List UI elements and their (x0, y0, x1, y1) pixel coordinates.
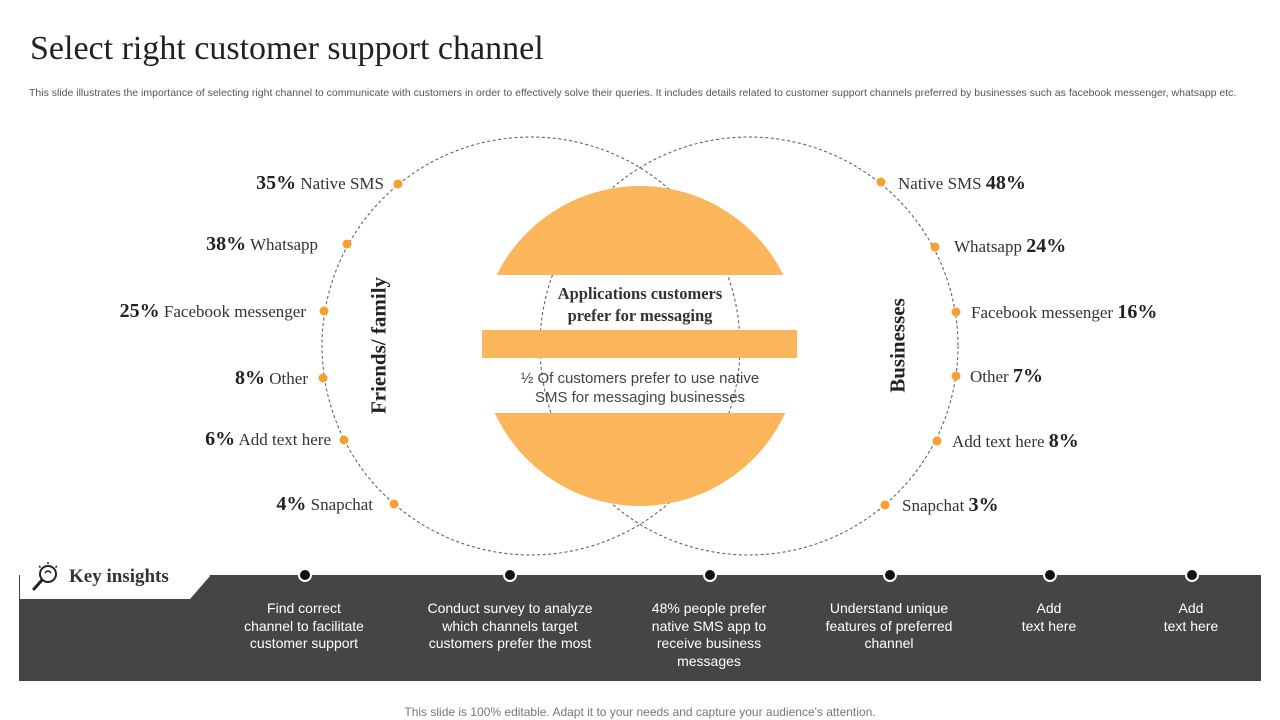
center-title-line: prefer for messaging (567, 306, 713, 325)
right-item-name: Native SMS (898, 174, 982, 193)
insight-node (1185, 568, 1199, 582)
left-item-name: Facebook messenger (163, 302, 306, 321)
right-item-pct: 24% (1026, 235, 1067, 257)
left-item-pct: 25% (119, 300, 160, 322)
left-item-native-sms: 35% Native SMS (256, 172, 384, 195)
insight-node (1043, 568, 1057, 582)
left-item-name: Native SMS (300, 174, 384, 193)
slide-title: Select right customer support channel (30, 30, 544, 67)
center-top-cap (480, 186, 800, 275)
left-item-other: 8% Other (235, 367, 308, 390)
center-text: ½ Of customers prefer to use native SMS … (500, 369, 780, 407)
footer-note: This slide is 100% editable. Adapt it to… (404, 705, 876, 719)
insight-line: Find correct (267, 600, 341, 616)
right-group-label: Businesses (885, 298, 910, 393)
right-dot-native-sms (876, 177, 886, 187)
insight-text: Conduct survey to analyze which channels… (410, 600, 610, 653)
insight-line: Add (1178, 600, 1204, 616)
left-item-snapchat: 4% Snapchat (276, 493, 373, 516)
left-item-add-text: 6% Add text here (205, 428, 331, 451)
left-dot-snapchat (389, 499, 399, 509)
right-dot-snapchat (880, 500, 890, 510)
right-item-name: Facebook messenger (971, 303, 1114, 322)
center-text-line: ½ Of customers prefer to use native (520, 370, 760, 387)
lightbulb-magnifier-icon (32, 562, 58, 591)
left-dot-add-text (339, 435, 349, 445)
right-item-pct: 7% (1012, 365, 1043, 387)
right-dot-whatsapp (930, 242, 940, 252)
left-item-pct: 6% (205, 428, 236, 450)
left-item-name: Snapchat (310, 495, 373, 514)
left-group-label: Friends/ family (366, 276, 391, 415)
insight-line: channel (864, 635, 914, 651)
right-dot-facebook (951, 307, 961, 317)
left-item-whatsapp: 38% Whatsapp (206, 233, 318, 256)
insight-line: 48% people prefer (651, 600, 767, 616)
left-item-name: Add text here (238, 430, 331, 449)
left-dot-whatsapp (342, 239, 352, 249)
right-item-pct: 48% (985, 172, 1026, 194)
left-item-pct: 38% (206, 233, 247, 255)
insight-node (503, 568, 517, 582)
insight-node (883, 568, 897, 582)
left-item-pct: 35% (256, 172, 297, 194)
key-insights-label: Key insights (69, 566, 169, 587)
left-item-pct: 4% (276, 493, 307, 515)
insight-node (703, 568, 717, 582)
insight-line: which channels target (442, 617, 578, 634)
insight-text: Find correct channel to facilitate custo… (204, 600, 404, 653)
slide-description: This slide illustrates the importance of… (29, 87, 1237, 99)
right-item-pct: 3% (968, 494, 999, 516)
insight-line: messages (677, 652, 741, 669)
insight-line: text here (1163, 617, 1219, 634)
insight-line: receive business (656, 635, 762, 651)
insight-text: 48% people prefer native SMS app to rece… (609, 600, 809, 670)
right-item-name: Add text here (952, 432, 1045, 451)
right-item-snapchat: Snapchat 3% (902, 494, 999, 517)
left-item-pct: 8% (235, 367, 266, 389)
key-insights-band (19, 575, 1261, 681)
right-item-pct: 16% (1117, 301, 1158, 323)
center-title: Applications customers prefer for messag… (500, 283, 780, 327)
center-text-line: SMS for messaging businesses (534, 389, 746, 406)
right-item-whatsapp: Whatsapp 24% (954, 235, 1066, 258)
insight-line: Conduct survey to analyze (427, 600, 593, 616)
left-item-facebook: 25% Facebook messenger (120, 300, 306, 323)
right-item-name: Whatsapp (954, 237, 1022, 256)
right-item-other: Other 7% (970, 365, 1043, 388)
insight-text: Add text here (1076, 600, 1280, 635)
insight-line: customers prefer the most (428, 635, 592, 651)
insight-text: Understand unique features of preferred … (789, 600, 989, 653)
insight-line: Add (1036, 600, 1062, 616)
key-insights-tab (20, 553, 210, 599)
right-item-pct: 8% (1048, 430, 1079, 452)
insight-line: Understand unique (829, 600, 949, 616)
insight-line: features of preferred (825, 617, 953, 634)
center-bottom-cap (480, 413, 800, 506)
center-divider-bar (482, 330, 797, 358)
right-item-add-text: Add text here 8% (952, 430, 1079, 453)
insight-line: native SMS app to (651, 617, 767, 634)
right-item-name: Snapchat (902, 496, 965, 515)
right-item-facebook: Facebook messenger 16% (971, 301, 1157, 324)
insight-line: text here (1021, 617, 1077, 634)
right-item-name: Other (970, 367, 1009, 386)
insight-text: Add text here (949, 600, 1149, 635)
right-dot-add-text (932, 436, 942, 446)
insight-node (298, 568, 312, 582)
left-item-name: Other (269, 369, 308, 388)
left-dot-other (318, 373, 328, 383)
left-item-name: Whatsapp (250, 235, 318, 254)
insight-line: customer support (249, 635, 359, 651)
left-dot-native-sms (393, 179, 403, 189)
left-dot-facebook (319, 306, 329, 316)
right-item-native-sms: Native SMS 48% (898, 172, 1026, 195)
center-title-line: Applications customers (557, 284, 723, 303)
right-dot-other (951, 371, 961, 381)
insight-line: channel to facilitate (244, 617, 364, 634)
